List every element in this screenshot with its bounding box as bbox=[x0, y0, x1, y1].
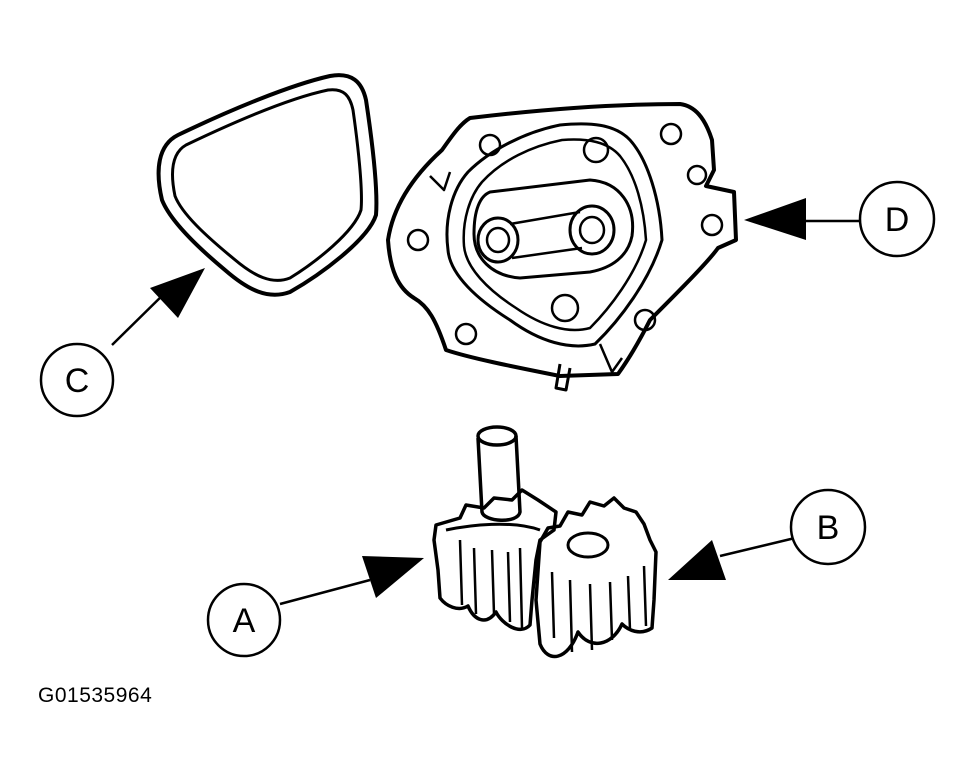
callout-d: D bbox=[858, 180, 936, 258]
drive-gear-part-a bbox=[432, 425, 558, 632]
leader-line-a bbox=[279, 556, 424, 606]
driven-gear-part-b bbox=[534, 496, 658, 659]
callout-b: B bbox=[789, 488, 867, 566]
callout-c: C bbox=[39, 342, 115, 418]
callout-a-label: A bbox=[233, 602, 256, 640]
leader-line-d bbox=[744, 198, 860, 240]
callout-a: A bbox=[206, 582, 282, 658]
callout-d-label: D bbox=[885, 201, 910, 239]
leader-line-c bbox=[111, 268, 205, 346]
callout-b-label: B bbox=[817, 509, 840, 547]
figure-id: G01535964 bbox=[38, 684, 153, 707]
leader-line-b bbox=[668, 536, 796, 580]
callout-c-label: C bbox=[65, 362, 90, 400]
pump-cover-part-d bbox=[386, 102, 738, 392]
gasket-part-c bbox=[156, 73, 379, 297]
